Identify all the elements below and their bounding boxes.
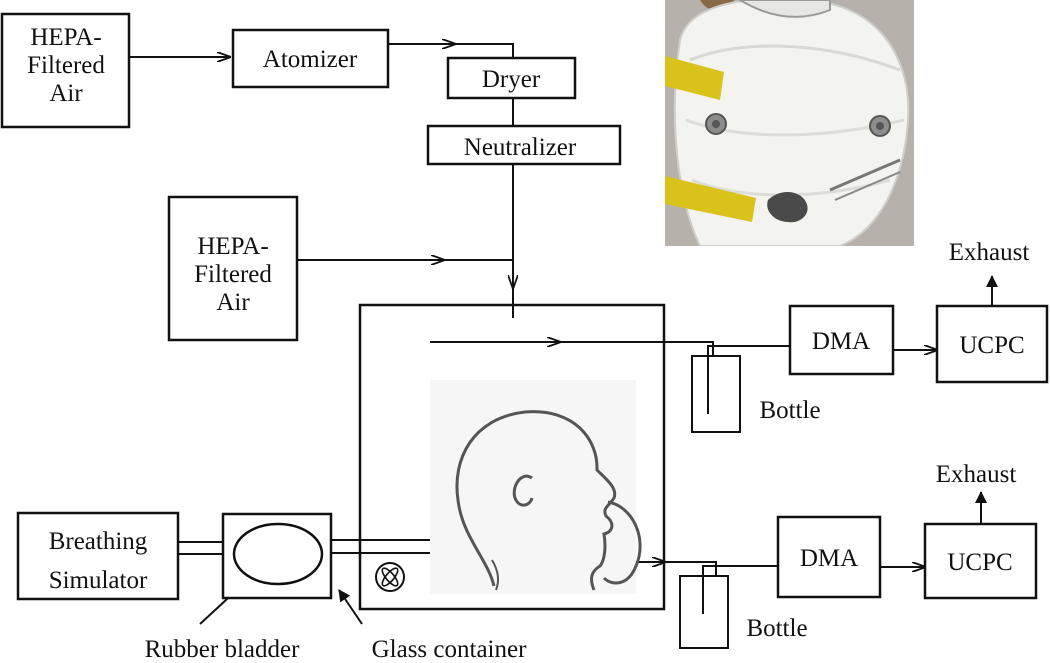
neutralizer-label: Neutralizer (464, 134, 577, 161)
ucpc-bottom-label: UCPC (947, 549, 1012, 576)
hepa-filter-middle: HEPA- Filtered Air (167, 195, 299, 342)
dryer-label: Dryer (482, 66, 541, 93)
atomizer-label: Atomizer (263, 46, 358, 73)
exhaust-bottom-label: Exhaust (936, 461, 1017, 488)
bottle-top (691, 355, 741, 433)
hepa-top-line3: Air (49, 80, 83, 107)
rubber-bladder (232, 522, 324, 586)
glass-container-label: Glass container (372, 636, 527, 663)
hepa-top-line2: Filtered (27, 52, 105, 79)
hepa-mid-line1: HEPA- (197, 233, 268, 260)
hepa-mid-line2: Filtered (194, 261, 272, 288)
dryer-box: Dryer (446, 56, 577, 100)
mixing-fan-icon (375, 562, 405, 592)
dma-bottom-box: DMA (776, 515, 882, 599)
breathing-simulator-line2: Simulator (49, 567, 148, 594)
manikin-head (430, 380, 642, 594)
bottle-top-label: Bottle (759, 397, 820, 424)
dma-bottom-label: DMA (800, 545, 858, 572)
dma-top-box: DMA (788, 304, 895, 376)
rubber-bladder-label: Rubber bladder (145, 636, 300, 663)
glass-container (221, 512, 333, 600)
hepa-mid-line3: Air (216, 289, 250, 316)
respirator-photo (665, 0, 914, 246)
ucpc-top-label: UCPC (959, 332, 1024, 359)
test-chamber (358, 303, 666, 611)
atomizer-box: Atomizer (231, 28, 390, 89)
ucpc-top-box: UCPC (935, 304, 1049, 384)
breathing-simulator-box: Breathing Simulator (16, 511, 180, 601)
hepa-filter-top: HEPA- Filtered Air (0, 12, 131, 129)
dma-top-label: DMA (812, 328, 870, 355)
bottle-bottom (679, 575, 729, 649)
breathing-simulator-line1: Breathing (49, 528, 148, 555)
neutralizer-box: Neutralizer (426, 124, 622, 166)
exhaust-top-label: Exhaust (949, 239, 1030, 266)
bottle-bottom-label: Bottle (746, 615, 807, 642)
ucpc-bottom-box: UCPC (923, 522, 1038, 600)
hepa-top-line1: HEPA- (30, 24, 101, 51)
